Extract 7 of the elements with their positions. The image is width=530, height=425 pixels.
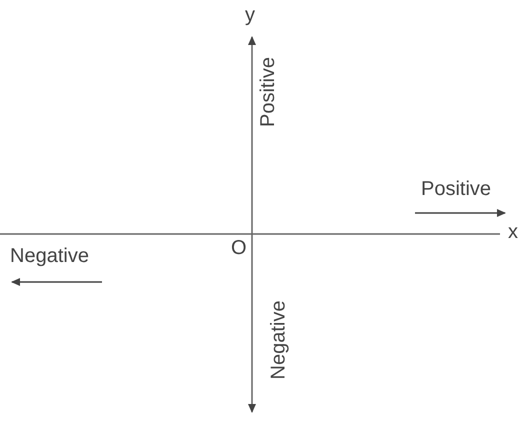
direction-label: Negative <box>10 245 89 267</box>
direction-label: Negative <box>266 300 289 380</box>
direction-label: Positive <box>257 56 280 128</box>
origin-label: O <box>231 237 247 259</box>
axis-label: x <box>508 221 518 243</box>
axis-label: y <box>245 4 255 26</box>
direction-label: Positive <box>421 178 492 200</box>
